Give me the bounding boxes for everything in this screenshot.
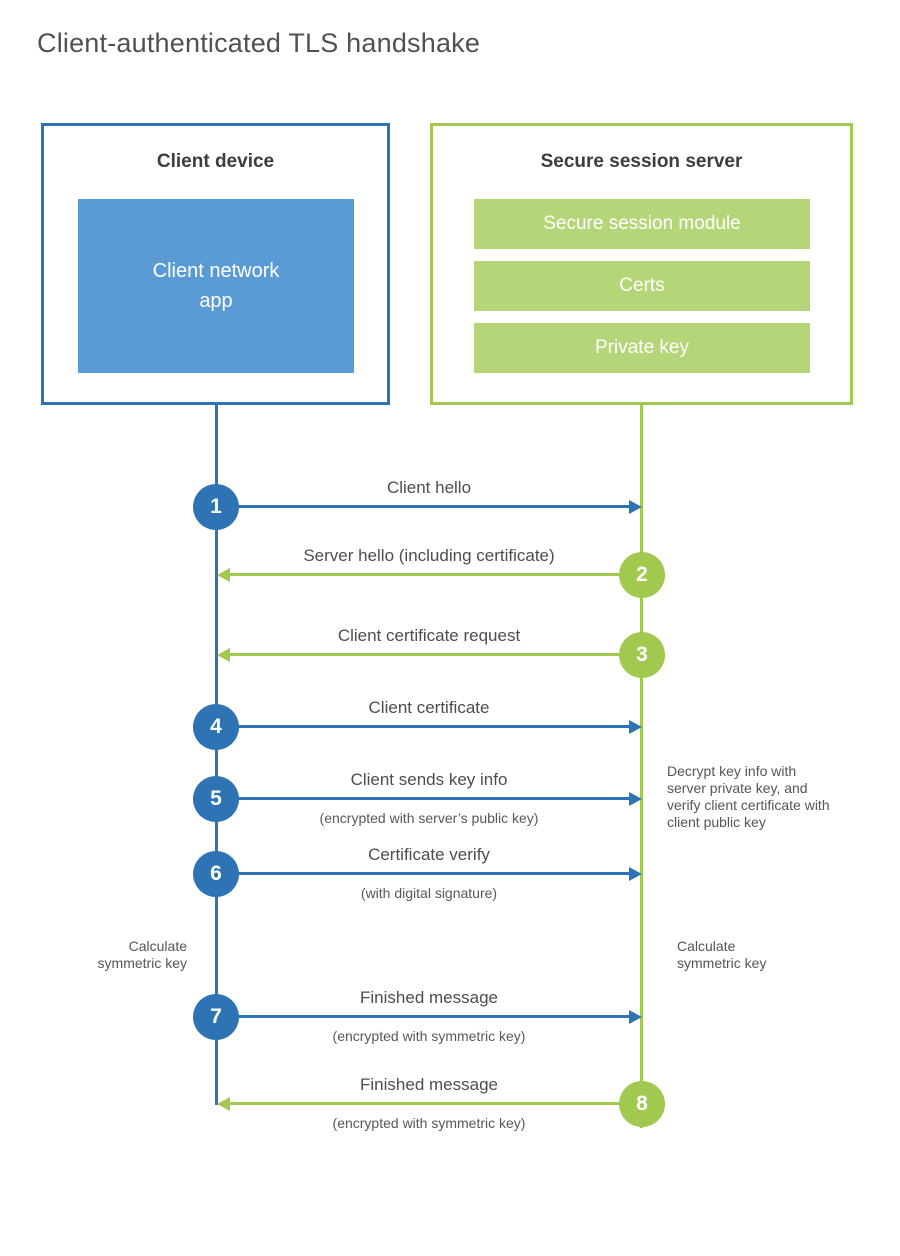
client-device-box: Client device Client network app bbox=[41, 123, 390, 405]
server-module-secure-session: Secure session module bbox=[474, 199, 810, 249]
step-6-badge: 6 bbox=[193, 851, 239, 897]
step-4-label: Client certificate bbox=[368, 698, 490, 717]
step-8-arrow bbox=[217, 1096, 642, 1111]
step-5-label: Client sends key info bbox=[350, 770, 508, 789]
server-module-private-key: Private key bbox=[474, 323, 810, 373]
step-7-badge: 7 bbox=[193, 994, 239, 1040]
step-5-arrow bbox=[217, 791, 642, 806]
secure-session-server-title: Secure session server bbox=[540, 151, 743, 172]
arrowhead-right bbox=[629, 866, 642, 881]
arrowhead-right bbox=[629, 1009, 642, 1024]
step-5-badge: 5 bbox=[193, 776, 239, 822]
step-8-badge: 8 bbox=[619, 1081, 665, 1127]
step-6-sublabel: (with digital signature) bbox=[360, 885, 498, 901]
arrowhead-left bbox=[217, 1096, 230, 1111]
server-module-certs: Certs bbox=[474, 261, 810, 311]
step-3-badge: 3 bbox=[619, 632, 665, 678]
note-calculate-symmetric-key-server: Calculate symmetric key bbox=[677, 938, 767, 971]
step-5-sublabel: (encrypted with server’s public key) bbox=[319, 810, 539, 826]
step-7-label: Finished message bbox=[360, 988, 498, 1007]
client-network-app-label: Client network app bbox=[152, 260, 280, 312]
step-7-sublabel: (encrypted with symmetric key) bbox=[332, 1028, 526, 1044]
step-7-arrow bbox=[217, 1009, 642, 1024]
client-network-app-box: Client network app bbox=[78, 199, 354, 373]
step-8-sublabel: (encrypted with symmetric key) bbox=[332, 1115, 526, 1131]
step-4-badge: 4 bbox=[193, 704, 239, 750]
arrowhead-right bbox=[629, 499, 642, 514]
diagram-title: Client-authenticated TLS handshake bbox=[37, 28, 481, 58]
arrowhead-right bbox=[629, 719, 642, 734]
step-4-arrow bbox=[217, 719, 642, 734]
step-3-arrow bbox=[217, 647, 642, 662]
step-6-arrow bbox=[217, 866, 642, 881]
secure-session-server-box: Secure session server Secure session mod… bbox=[430, 123, 853, 405]
step-8-label: Finished message bbox=[360, 1075, 498, 1094]
step-2-label: Server hello (including certificate) bbox=[303, 546, 555, 565]
arrowhead-right bbox=[629, 791, 642, 806]
step-1-arrow bbox=[217, 499, 642, 514]
step-3-label: Client certificate request bbox=[337, 626, 521, 645]
server-lifeline bbox=[640, 404, 643, 1128]
arrowhead-left bbox=[217, 567, 230, 582]
client-lifeline bbox=[215, 404, 218, 1105]
step-1-label: Client hello bbox=[386, 478, 472, 497]
step-2-arrow bbox=[217, 567, 642, 582]
step-6-label: Certificate verify bbox=[368, 845, 490, 864]
arrowhead-left bbox=[217, 647, 230, 662]
step-1-badge: 1 bbox=[193, 484, 239, 530]
client-device-title: Client device bbox=[156, 151, 275, 172]
note-calculate-symmetric-key-client: Calculate symmetric key bbox=[97, 938, 187, 971]
note-decrypt-key-info: Decrypt key info with server private key… bbox=[667, 763, 830, 830]
step-2-badge: 2 bbox=[619, 552, 665, 598]
